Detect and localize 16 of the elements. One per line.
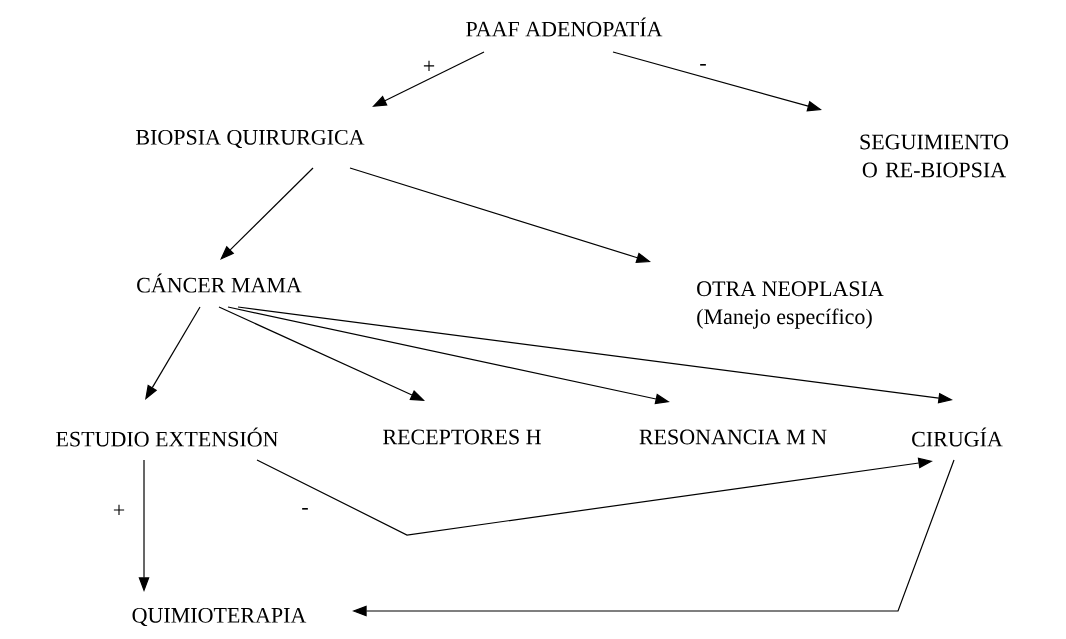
- node-text: BIOPSIA QUIRURGICA: [136, 129, 365, 149]
- edge-label: +: [423, 60, 435, 72]
- node-text: RESONANCIA M N: [639, 429, 827, 445]
- node-text: PAAF ADENOPATÍA: [466, 17, 663, 37]
- node-text: CIRUGÍA: [912, 427, 1003, 447]
- node-text: ESTUDIO EXTENSIÓN: [56, 427, 278, 447]
- node-text: RECEPTORES H: [383, 429, 541, 445]
- arrow: [220, 167, 314, 260]
- edge-label: -: [700, 64, 706, 66]
- node-text: CÁNCER MAMA: [137, 273, 302, 293]
- node-text: OTRA NEOPLASIA (Manejo específico): [697, 281, 884, 329]
- node-text: QUIMIOTERAPIA: [132, 607, 307, 627]
- edge-label: -: [302, 508, 308, 510]
- node-text: SEGUIMIENTO O RE-BIOPSIA: [860, 134, 1009, 178]
- edge-label: +: [113, 504, 125, 516]
- arrow: [145, 306, 201, 400]
